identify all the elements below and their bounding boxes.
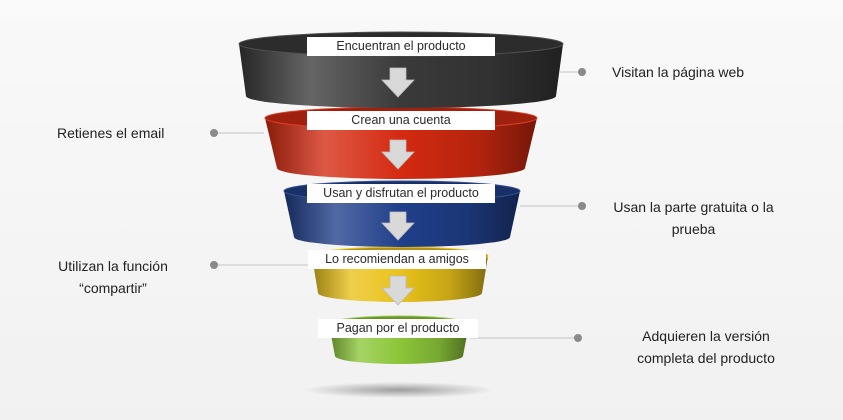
funnel-stage-5-label: Pagan por el producto <box>318 319 478 338</box>
connector-dot-2 <box>210 129 218 137</box>
connector-lines <box>214 71 582 339</box>
side-note-line-1: Usan la parte gratuita o la <box>613 199 774 215</box>
connector-dot-1 <box>578 68 586 76</box>
funnel-stage-3-label: Usan y disfrutan el producto <box>307 184 495 203</box>
connector-dot-4 <box>210 261 218 269</box>
side-note-line-1: Adquieren la versión <box>642 328 770 344</box>
down-arrow-icon <box>381 211 415 241</box>
down-arrow-icon <box>381 139 415 170</box>
side-note-share-function: Utilizan la función “compartir” <box>38 255 188 299</box>
flow-arrows <box>381 67 415 306</box>
side-note-line-1: Utilizan la función <box>58 258 168 274</box>
down-arrow-icon <box>381 67 415 98</box>
down-arrow-icon <box>381 275 415 306</box>
side-note-line-2: completa del producto <box>637 350 775 366</box>
connector-dot-5 <box>574 334 582 342</box>
side-note-text: Retienes el email <box>57 125 165 141</box>
funnel-shadow <box>304 382 494 398</box>
connector-dots <box>210 68 586 342</box>
side-note-retain-email: Retienes el email <box>57 122 164 144</box>
side-note-visit-website: Visitan la página web <box>612 61 744 83</box>
side-note-text: Visitan la página web <box>612 64 745 80</box>
connector-dot-3 <box>578 202 586 210</box>
funnel-stage-1-label: Encuentran el producto <box>307 37 495 56</box>
side-note-line-2: prueba <box>671 221 716 237</box>
side-note-free-trial: Usan la parte gratuita o la prueba <box>596 196 791 240</box>
funnel-stage-2-label: Crean una cuenta <box>307 111 495 130</box>
funnel-stage-4-label: Lo recomiendan a amigos <box>308 250 486 269</box>
side-note-line-2: “compartir” <box>79 280 147 296</box>
side-note-purchase-full-version: Adquieren la versión completa del produc… <box>616 325 796 369</box>
